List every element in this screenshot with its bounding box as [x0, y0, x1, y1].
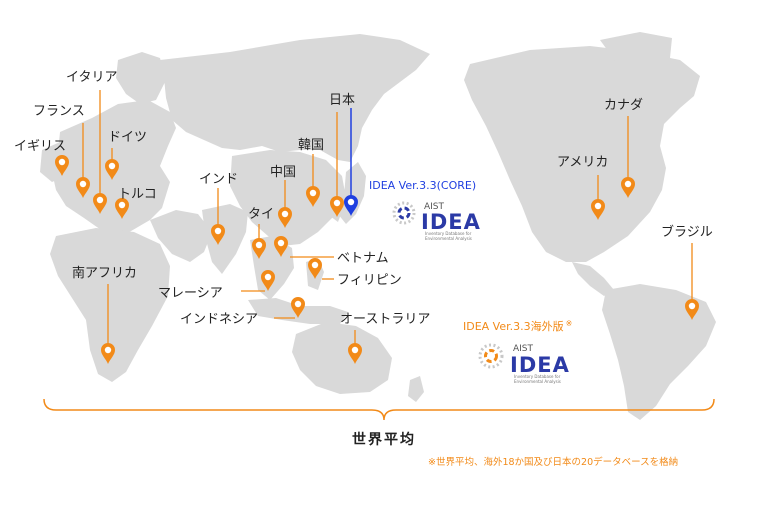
logo-aist-text: AIST: [424, 202, 445, 212]
idea-overseas-label: IDEA Ver.3.3海外版※: [463, 319, 572, 333]
logo-tagline-1: Inventory Database for: [425, 231, 472, 236]
pin-india-icon: [211, 224, 225, 245]
footnote: ※世界平均、海外18か国及び日本の20データベースを格納: [428, 456, 678, 468]
pin-france-icon: [76, 177, 90, 198]
label-japan: 日本: [329, 93, 355, 108]
world-map: [40, 32, 716, 420]
pin-philippines-icon: [308, 258, 322, 279]
logo-ring-icon: [478, 343, 504, 369]
label-germany: ドイツ: [108, 130, 147, 145]
logo-idea-text: IDEA: [510, 353, 570, 377]
pin-china-icon: [278, 207, 292, 228]
label-canada: カナダ: [604, 98, 643, 113]
pin-germany-dot: [108, 162, 116, 170]
idea-core-label: IDEA Ver.3.3(CORE): [369, 179, 476, 192]
label-malaysia: マレーシア: [158, 286, 223, 301]
pin-canada-icon: [621, 177, 635, 198]
label-thailand: タイ: [248, 207, 274, 222]
pin-thailand-icon: [252, 238, 266, 259]
new-zealand-landmass: [408, 376, 424, 402]
pin-vietnam-dot: [277, 239, 285, 247]
pin-vietnam-icon: [274, 236, 288, 257]
pin-brazil-dot: [688, 302, 696, 310]
north-america-landmass: [464, 46, 700, 262]
pin-china-dot: [281, 210, 289, 218]
pin-australia-icon: [348, 343, 362, 364]
pin-india-dot: [214, 227, 222, 235]
pin-indonesia-dot: [294, 300, 302, 308]
pin-malaysia-icon: [261, 270, 275, 291]
pin-japan-overseas-icon: [330, 196, 344, 217]
pin-germany-icon: [104, 158, 119, 180]
label-australia: オーストラリア: [340, 312, 430, 327]
pin-uk-dot: [58, 158, 66, 166]
pin-japan-core-icon: [344, 195, 358, 216]
pin-korea-dot: [309, 189, 317, 197]
middle-east-landmass: [150, 210, 212, 262]
label-philippines: フィリピン: [337, 273, 402, 288]
india-landmass: [202, 204, 248, 274]
pin-turkey-icon: [115, 198, 129, 219]
pin-italy-icon: [93, 193, 107, 214]
logo-ring-icon: [392, 201, 416, 225]
label-turkey: トルコ: [118, 187, 157, 202]
logo-aist-text: AIST: [513, 344, 534, 354]
pin-japan-overseas-dot: [333, 199, 341, 207]
label-uk: イギリス: [14, 139, 66, 154]
pin-korea-icon: [306, 186, 320, 207]
label-korea: 韓国: [298, 138, 324, 153]
south-america-landmass: [602, 284, 716, 420]
pin-usa-icon: [591, 199, 605, 220]
pin-brazil-icon: [685, 299, 699, 320]
pin-turkey-dot: [118, 201, 126, 209]
pin-uk-icon: [55, 155, 69, 176]
pin-usa-dot: [594, 202, 602, 210]
pin-australia-dot: [351, 346, 359, 354]
scandinavia-landmass: [116, 52, 166, 104]
aist-idea-logo-core: AIST IDEA Inventory Database for Environ…: [392, 201, 481, 241]
logo-idea-text: IDEA: [421, 210, 481, 234]
north-asia-landmass: [160, 34, 430, 162]
world-average-label: 世界平均: [352, 431, 416, 448]
pin-thailand-dot: [255, 241, 263, 249]
pin-indonesia-icon: [291, 297, 305, 318]
label-indonesia: インドネシア: [180, 312, 258, 327]
country-pins: [55, 155, 699, 364]
world-average-brace: [43, 398, 715, 421]
logo-tagline-2: Environmental Analysis: [425, 236, 472, 241]
country-labels: イギリス フランス イタリア ドイツ トルコ 南アフリカ インド タイ 中国 韓…: [14, 70, 713, 327]
idea-overseas-group: IDEA Ver.3.3海外版※ AIST IDEA Inventory Dat…: [463, 319, 572, 384]
greenland-landmass: [600, 32, 672, 66]
pin-philippines-dot: [311, 261, 319, 269]
logo-tagline-2: Environmental Analysis: [514, 379, 561, 384]
label-south-africa: 南アフリカ: [72, 265, 137, 281]
pin-south-africa-icon: [101, 343, 115, 364]
label-italy: イタリア: [66, 70, 117, 85]
label-france: フランス: [33, 104, 85, 119]
aist-idea-logo-overseas: AIST IDEA Inventory Database for Environ…: [478, 343, 570, 384]
china-landmass: [230, 150, 346, 246]
label-usa: アメリカ: [557, 155, 608, 170]
pin-canada-dot: [624, 180, 632, 188]
label-india: インド: [199, 172, 238, 187]
central-america-landmass: [572, 262, 614, 296]
label-vietnam: ベトナム: [337, 251, 389, 266]
africa-landmass: [50, 228, 170, 382]
australia-landmass: [292, 322, 392, 394]
pin-malaysia-dot: [264, 273, 272, 281]
label-china: 中国: [270, 165, 296, 180]
idea-core-group: IDEA Ver.3.3(CORE) AIST IDEA Inventory D…: [369, 179, 481, 241]
pin-italy-dot: [96, 196, 104, 204]
pin-south-africa-dot: [104, 346, 112, 354]
japan-landmass: [338, 162, 366, 224]
pin-france-dot: [79, 180, 87, 188]
label-brazil: ブラジル: [661, 224, 713, 240]
logo-tagline-1: Inventory Database for: [514, 374, 561, 379]
pin-japan-core-dot: [347, 198, 355, 206]
